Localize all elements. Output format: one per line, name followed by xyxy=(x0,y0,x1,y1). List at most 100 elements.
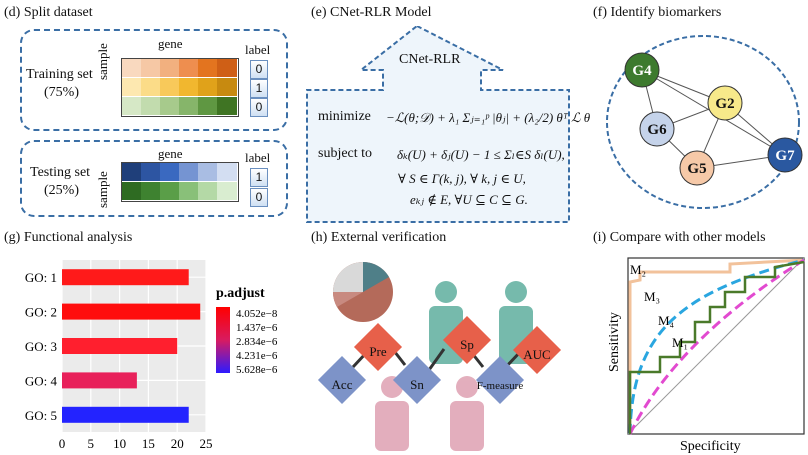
heatmap-cell xyxy=(217,78,237,96)
minimize-word: minimize xyxy=(318,109,371,124)
constraint-1: δₖ(U) + δⱼ(U) − 1 ≤ Σₗ∈S δₗ(U), xyxy=(397,147,565,162)
network-boundary xyxy=(606,35,800,209)
metric-diamond xyxy=(317,355,367,405)
heatmap-cell xyxy=(122,182,142,200)
node-g4 xyxy=(624,52,660,88)
panel-d-title: (d) Split dataset xyxy=(4,5,93,20)
heatmap-cell xyxy=(141,78,161,96)
legend-tick-label: 4.231e−6 xyxy=(236,350,278,362)
curve-m2 xyxy=(628,258,805,434)
metric-label: Sp xyxy=(460,337,474,352)
metric-label: F-measure xyxy=(477,380,524,392)
heatmap-cell xyxy=(179,78,199,96)
legend-colorbar xyxy=(216,307,230,373)
category-label: GO: 5 xyxy=(25,408,57,423)
metric-label: Acc xyxy=(332,377,353,392)
x-tick-label: 10 xyxy=(113,436,126,451)
x-tick-label: 0 xyxy=(59,436,66,451)
person-pink-right xyxy=(450,376,484,451)
legend-tick-label: 2.834e−6 xyxy=(236,336,278,348)
heatmap-cell xyxy=(198,182,218,200)
heatmap-cell xyxy=(122,97,142,115)
panel-f-title: (f) Identify biomarkers xyxy=(593,5,722,20)
heatmap-cell xyxy=(122,78,142,96)
curve-m1-label: M₁ xyxy=(672,335,688,350)
constraint-2: ∀ S ∈ Γ(k, j), ∀ k, j ∈ U, xyxy=(398,171,526,186)
node-label-g5: G5 xyxy=(687,161,706,177)
heatmap-cell xyxy=(179,163,199,181)
pie-slice-rose xyxy=(332,292,363,307)
metric-label: AUC xyxy=(523,347,550,362)
testing-label-0: 1 xyxy=(250,168,268,187)
panel-h-title: (h) External verification xyxy=(311,230,447,245)
heatmap-cell xyxy=(160,97,180,115)
category-label: GO: 3 xyxy=(25,339,57,354)
curve-m3-label: M₃ xyxy=(644,289,660,304)
legend-tick-label: 1.437e−6 xyxy=(236,322,278,334)
testing-label-1: 0 xyxy=(250,188,268,207)
heatmap-cell xyxy=(198,78,218,96)
training-label-1: 1 xyxy=(250,79,268,98)
x-tick-label: 15 xyxy=(142,436,155,451)
testing-sample-label: sample xyxy=(95,171,110,208)
heatmap-cell xyxy=(179,59,199,77)
node-g6 xyxy=(639,111,675,147)
curve-m1 xyxy=(628,260,805,434)
heatmap-cell xyxy=(122,163,142,181)
heatmap-cell xyxy=(122,59,142,77)
curve-m3 xyxy=(628,258,805,435)
testing-set-name: Testing set xyxy=(30,165,91,180)
heatmap-cell xyxy=(217,97,237,115)
training-label-2: 0 xyxy=(250,98,268,117)
training-gene-label: gene xyxy=(158,36,183,51)
heatmap-frame xyxy=(121,162,239,202)
heatmap-cell xyxy=(198,97,218,115)
testing-set-pct: (25%) xyxy=(44,183,79,198)
panel-i-title: (i) Compare with other models xyxy=(593,230,766,245)
heatmap-cell xyxy=(160,163,180,181)
heatmap-cell xyxy=(141,59,161,77)
bar-1 xyxy=(62,269,189,286)
training-set-pct: (75%) xyxy=(44,85,79,100)
metric-diamond xyxy=(475,355,525,405)
roc-chart: M₂ M₃ M₄ M₁ Specificity Sensitivity xyxy=(607,257,805,454)
metric-diamond xyxy=(353,322,403,372)
heatmap-cell xyxy=(179,97,199,115)
training-set-name: Training set xyxy=(26,67,93,82)
subject-to-word: subject to xyxy=(318,146,373,161)
model-name: CNet-RLR xyxy=(399,52,461,67)
metric-diamond xyxy=(442,315,492,365)
x-tick-label: 20 xyxy=(171,436,184,451)
heatmap-cell xyxy=(217,59,237,77)
legend-tick-label: 4.052e−8 xyxy=(236,308,278,320)
testing-gene-label: gene xyxy=(158,146,183,161)
metric-label: Pre xyxy=(369,344,387,359)
category-label: GO: 2 xyxy=(25,305,57,320)
legend-tick-label: 5.628e−6 xyxy=(236,364,278,376)
pie-chart xyxy=(332,262,393,322)
heatmap-cell xyxy=(198,163,218,181)
training-label-0: 0 xyxy=(250,60,268,79)
heatmap-cell xyxy=(141,163,161,181)
roc-diagonal xyxy=(627,257,805,435)
heatmap-frame xyxy=(121,58,239,117)
x-tick-label: 5 xyxy=(88,436,95,451)
metric-diamond xyxy=(512,325,562,375)
pie-slice-teal xyxy=(363,262,389,292)
bar-5 xyxy=(62,406,189,423)
heatmap-cell xyxy=(198,59,218,77)
panel-g-title: (g) Functional analysis xyxy=(4,230,133,245)
metric-label: Sn xyxy=(410,377,424,392)
heatmap-cell xyxy=(141,182,161,200)
curve-m4 xyxy=(628,258,805,435)
curve-m4-label: M₄ xyxy=(658,313,675,328)
metric-diamond xyxy=(392,355,442,405)
bar-4 xyxy=(62,372,137,389)
constraint-3: eₖⱼ ∉ E, ∀U ⊆ C ⊆ G. xyxy=(410,192,528,207)
testing-label-header: label xyxy=(245,150,271,165)
pie-slice-light xyxy=(333,262,363,292)
category-label: GO: 1 xyxy=(25,270,57,285)
node-label-g6: G6 xyxy=(647,122,667,138)
